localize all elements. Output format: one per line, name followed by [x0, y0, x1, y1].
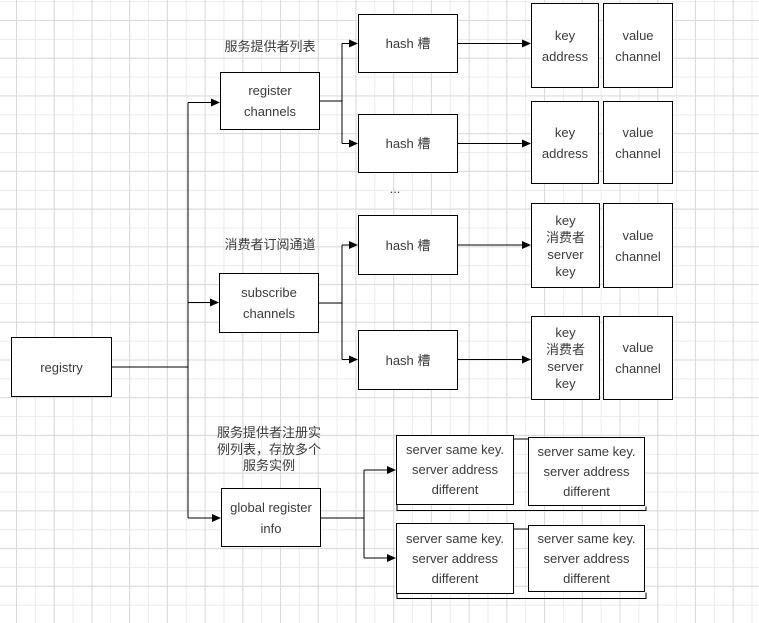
- label-provider-instances: 服务提供者注册实 例列表，存放多个 服务实例: [216, 425, 321, 473]
- node-kv-4-value[interactable]: value channel: [603, 316, 673, 400]
- node-server-group-2-left[interactable]: server same key. server address differen…: [396, 523, 514, 594]
- node-kv-1-key-label: key address: [541, 27, 589, 64]
- node-kv-2-key[interactable]: key address: [531, 101, 599, 184]
- node-kv-1-value[interactable]: value channel: [603, 3, 673, 88]
- label-consumer-subscribe: 消费者订阅通道: [224, 237, 316, 252]
- node-hash-slot-1-label: hash 槽: [385, 36, 431, 51]
- label-provider-list: 服务提供者列表: [224, 39, 316, 54]
- node-kv-2-key-label: key address: [541, 124, 589, 161]
- node-kv-1-value-label: value channel: [615, 27, 661, 64]
- node-kv-3-value[interactable]: value channel: [603, 203, 673, 288]
- node-hash-slot-2-label: hash 槽: [385, 136, 431, 151]
- node-hash-slot-1[interactable]: hash 槽: [358, 14, 458, 73]
- node-hash-slot-3-label: hash 槽: [385, 237, 431, 253]
- node-server-group-2-left-label: server same key. server address differen…: [405, 530, 504, 586]
- node-kv-2-value[interactable]: value channel: [603, 101, 673, 184]
- node-hash-slot-4[interactable]: hash 槽: [358, 330, 458, 390]
- node-register-channels[interactable]: register channels: [220, 72, 320, 130]
- node-kv-4-value-label: value channel: [615, 340, 661, 376]
- node-server-group-1-left[interactable]: server same key. server address differen…: [396, 435, 514, 505]
- node-global-register-info-label: global register info: [230, 499, 312, 536]
- node-kv-2-value-label: value channel: [615, 124, 661, 161]
- node-kv-1-key[interactable]: key address: [531, 3, 599, 88]
- node-kv-3-key-label: key 消费者 server key: [545, 212, 585, 279]
- label-ellipsis: ...: [389, 181, 401, 196]
- node-server-group-1-left-label: server same key. server address differen…: [405, 442, 504, 497]
- node-kv-4-key[interactable]: key 消费者 server key: [531, 316, 600, 400]
- node-server-group-2-right[interactable]: server same key. server address differen…: [528, 525, 645, 592]
- node-global-register-info[interactable]: global register info: [221, 488, 321, 547]
- node-hash-slot-4-label: hash 槽: [385, 352, 431, 368]
- node-kv-3-key[interactable]: key 消费者 server key: [531, 203, 600, 288]
- node-registry-label: registry: [40, 359, 83, 375]
- node-register-channels-label: register channels: [243, 83, 297, 119]
- node-subscribe-channels[interactable]: subscribe channels: [219, 273, 319, 333]
- node-hash-slot-3[interactable]: hash 槽: [358, 215, 458, 275]
- node-server-group-2-right-label: server same key. server address differen…: [537, 530, 636, 586]
- node-server-group-1-right[interactable]: server same key. server address differen…: [528, 437, 645, 506]
- connector-lines: [112, 43, 647, 599]
- node-kv-3-value-label: value channel: [615, 227, 661, 264]
- node-subscribe-channels-label: subscribe channels: [241, 285, 297, 321]
- node-kv-4-key-label: key 消费者 server key: [545, 325, 585, 391]
- node-hash-slot-2[interactable]: hash 槽: [358, 114, 458, 173]
- node-registry[interactable]: registry: [11, 337, 112, 397]
- node-server-group-1-right-label: server same key. server address differen…: [537, 443, 636, 499]
